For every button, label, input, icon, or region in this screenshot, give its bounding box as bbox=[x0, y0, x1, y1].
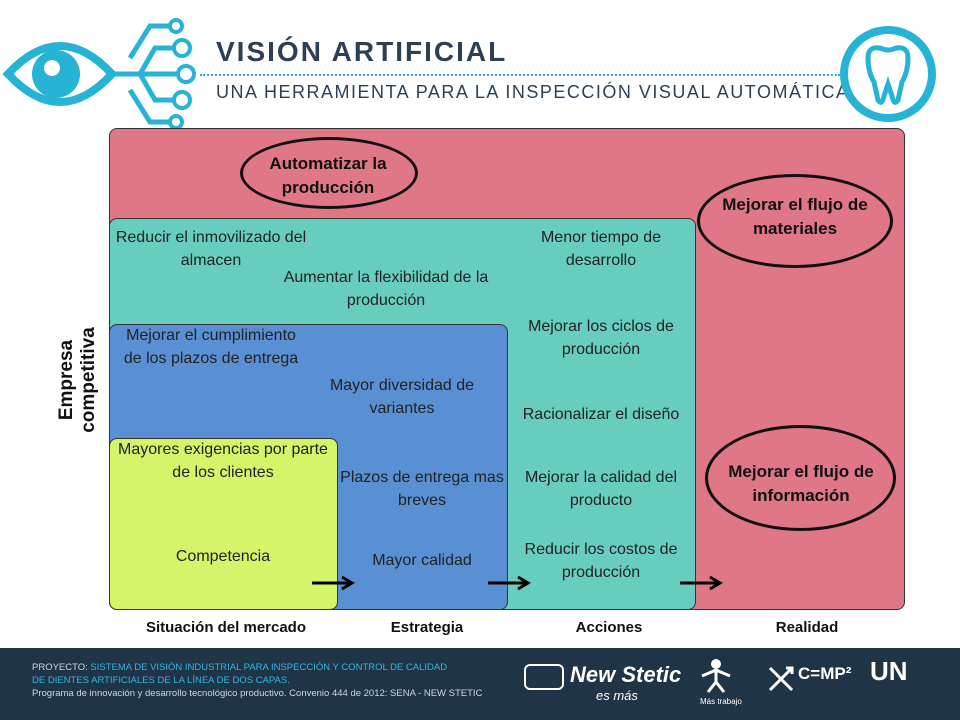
acciones-item-5: Reducir los costos de producción bbox=[524, 541, 678, 581]
axis-label-acciones: Acciones bbox=[575, 619, 643, 636]
footer-project-label: PROYECTO: bbox=[32, 662, 88, 673]
goal-ellipse-materiales bbox=[697, 174, 893, 268]
mercado-item-1: Mayores exigencias por parte de los clie… bbox=[118, 441, 328, 481]
arrow-right-icon bbox=[312, 575, 356, 596]
estrategia-item-3: Mayor calidad bbox=[372, 552, 472, 569]
footer-project-line2: DE DIENTES ARTIFICIALES DE LA LÍNEA DE D… bbox=[32, 675, 290, 686]
cmp-logo-icon bbox=[766, 664, 796, 699]
goal-automatizar: Automatizar la producción bbox=[269, 154, 387, 197]
estrategia-item-1: Mayor diversidad de variantes bbox=[329, 377, 475, 417]
estrategia-item-2: Plazos de entrega mas breves bbox=[340, 469, 504, 509]
footer-project-title: SISTEMA DE VISIÓN INDUSTRIAL PARA INSPEC… bbox=[90, 662, 448, 673]
sena-tagline: Más trabajo bbox=[700, 697, 742, 706]
un-logo: UN bbox=[870, 656, 908, 686]
axis-label-realidad: Realidad bbox=[775, 619, 839, 636]
goal-materiales: Mejorar el flujo de materiales bbox=[722, 195, 868, 238]
footer bbox=[0, 648, 960, 720]
page-subtitle: UNA HERRAMIENTA PARA LA INSPECCIÓN VISUA… bbox=[216, 82, 850, 102]
arrow-right-icon bbox=[488, 575, 532, 596]
axis-label-estrategia: Estrategia bbox=[390, 619, 464, 636]
goal-informacion: Mejorar el flujo de información bbox=[728, 462, 874, 505]
acciones-item-flexibilidad: Aumentar la flexibilidad de la producció… bbox=[283, 269, 489, 309]
newstetic-tagline: es más bbox=[596, 688, 638, 703]
arrow-right-icon bbox=[680, 575, 724, 596]
page-title: VISIÓN ARTIFICIAL bbox=[216, 36, 508, 67]
title-divider bbox=[200, 74, 840, 76]
acciones-item-3: Racionalizar el diseño bbox=[522, 406, 680, 423]
goal-ellipse-automatizar bbox=[240, 137, 418, 209]
axis-label-mercado: Situación del mercado bbox=[145, 619, 307, 636]
mercado-box bbox=[109, 438, 338, 610]
cmp-logo: C=MP² bbox=[798, 664, 852, 683]
footer-project-line1: PROYECTO: SISTEMA DE VISIÓN INDUSTRIAL P… bbox=[32, 662, 447, 674]
newstetic-logo: New Stetic bbox=[570, 662, 682, 687]
newstetic-logo-icon bbox=[524, 664, 564, 690]
tooth-logo-icon bbox=[838, 24, 938, 124]
sena-logo-icon bbox=[696, 656, 736, 701]
estrategia-item-cumplimiento: Mejorar el cumplimiento de los plazos de… bbox=[123, 327, 299, 367]
vertical-axis-label: Empresa competitiva bbox=[56, 327, 99, 433]
acciones-item-4: Mejorar la calidad del producto bbox=[524, 469, 678, 509]
acciones-item-inmovilizado: Reducir el inmovilizado del almacen bbox=[115, 229, 307, 269]
goal-ellipse-informacion bbox=[705, 425, 896, 531]
acciones-item-2: Mejorar los ciclos de producción bbox=[528, 318, 674, 358]
acciones-item-1: Menor tiempo de desarrollo bbox=[540, 229, 662, 269]
eye-logo-icon bbox=[0, 18, 205, 130]
footer-program-line: Programa de innovación y desarrollo tecn… bbox=[32, 688, 483, 699]
mercado-item-2: Competencia bbox=[175, 548, 271, 565]
